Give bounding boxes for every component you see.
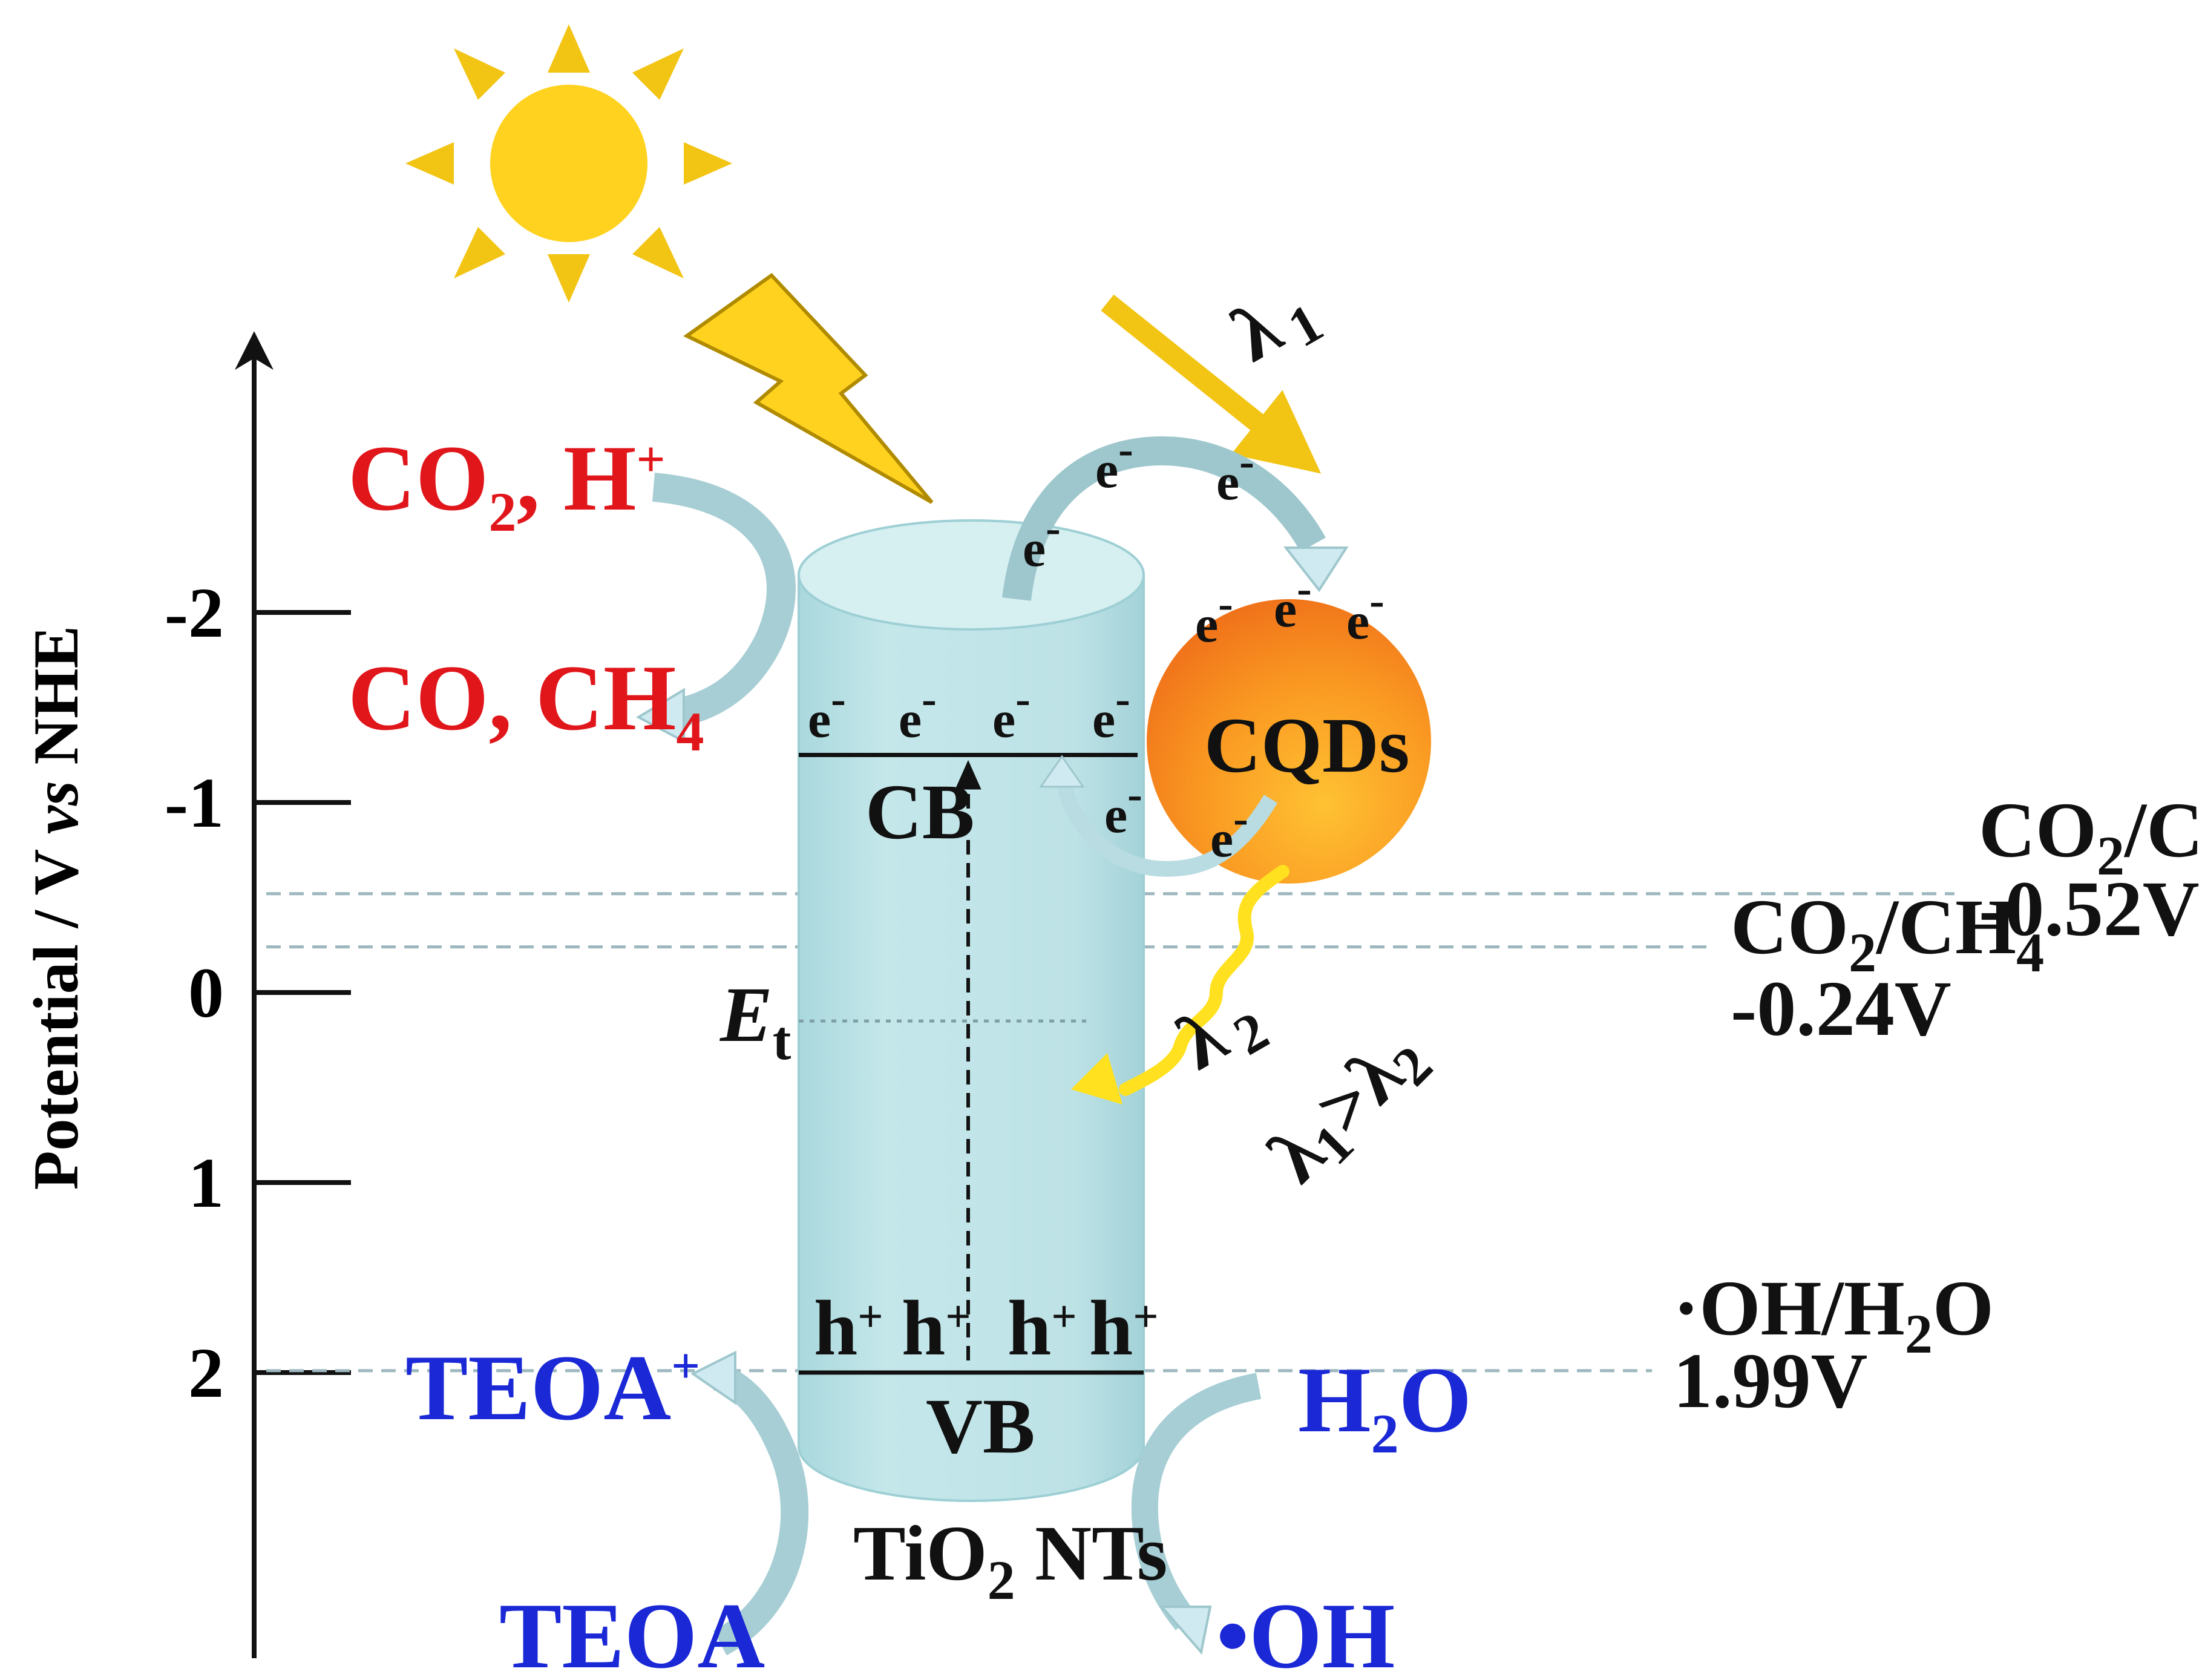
co2-ch4-couple-label: CO2/CH4 [1731, 884, 2044, 983]
electron-transfer-arrow [1002, 436, 1349, 601]
cb-electron: e- [992, 675, 1031, 749]
transfer-electron: e- [1210, 794, 1248, 868]
water-oxidation-arrow [1131, 1373, 1262, 1655]
cb-electron: e- [899, 675, 937, 749]
transfer-electron: e- [1104, 770, 1142, 844]
tio2-nts-label: TiO2 NTs [853, 1510, 1167, 1611]
teoa-plus-label: TEOA+ [405, 1336, 700, 1440]
h2o-label: H2O [1298, 1348, 1472, 1465]
oh-radical-label: •OH [1216, 1584, 1395, 1677]
transfer-electron: e- [1346, 576, 1384, 650]
transfer-electron: e- [1195, 579, 1233, 653]
vb-hole: h+ [902, 1285, 971, 1372]
charge-carriers: e-e-e-e-h+h+h+h+e-e-e-e-e-e-e-e- [808, 425, 1384, 1372]
y-axis-tick-label: 1 [188, 1143, 224, 1222]
teoa-oxidation-arrow [690, 1350, 809, 1656]
y-axis-tick-label: -2 [165, 573, 224, 652]
y-axis-tick-label: -1 [165, 763, 224, 842]
tio2-nanotube [798, 519, 1145, 1502]
sun-icon [405, 24, 732, 303]
vb-hole: h+ [1008, 1285, 1076, 1372]
cqd-back-transfer-arrow [1039, 755, 1278, 877]
transfer-electron: e- [1274, 564, 1312, 638]
lambda2-photon-arrow [1071, 865, 1289, 1104]
co2-ch4-potential-label: -0.24V [1731, 965, 1951, 1052]
teoa-label: TEOA [499, 1584, 765, 1677]
co2-h-label: CO2, H+ [348, 426, 665, 543]
lambda1-label: λ1 [1218, 263, 1333, 384]
y-axis-tick-labels: -2 -1 0 1 2 [165, 573, 224, 1413]
y-axis-label-vs: vs [21, 781, 91, 834]
lightning-bolt-icon [683, 273, 934, 504]
y-axis-label-main: Potential / V [21, 834, 91, 1190]
oh-h2o-couple-label: ·OH/H2O [1673, 1265, 1994, 1365]
co2-co-potential-label: -0.52V [1979, 865, 2200, 953]
oh-h2o-potential-label: 1.99V [1673, 1337, 1867, 1425]
y-axis-tick-label: 2 [188, 1333, 224, 1413]
cb-label: CB [865, 769, 975, 856]
lambda-comparison-label: λ1>λ2 [1252, 1011, 1444, 1203]
y-axis-label-end: NHE [21, 626, 91, 781]
cqd-sphere [1147, 599, 1431, 884]
y-axis-label: Potential / V vs NHE [21, 626, 91, 1190]
vb-hole: h+ [1089, 1285, 1158, 1372]
vb-label: VB [926, 1383, 1035, 1470]
cb-electron: e- [1092, 675, 1130, 749]
y-axis-tick-label: 0 [188, 953, 224, 1032]
co-ch4-label: CO, CH4 [348, 646, 704, 763]
transfer-electron: e- [1023, 504, 1061, 577]
lambda1-light-arrow [1101, 294, 1322, 474]
transfer-electron: e- [1216, 437, 1254, 511]
cb-electron: e- [808, 675, 846, 749]
transfer-electron: e- [1095, 425, 1133, 499]
co2-reduction-arrow [635, 473, 796, 744]
y-axis-ticks [254, 610, 351, 1375]
co2-co-couple-label: CO2/CO [1979, 787, 2202, 887]
vb-hole: h+ [814, 1285, 883, 1372]
et-label: Et [719, 971, 791, 1071]
cqds-label: CQDs [1204, 702, 1409, 789]
